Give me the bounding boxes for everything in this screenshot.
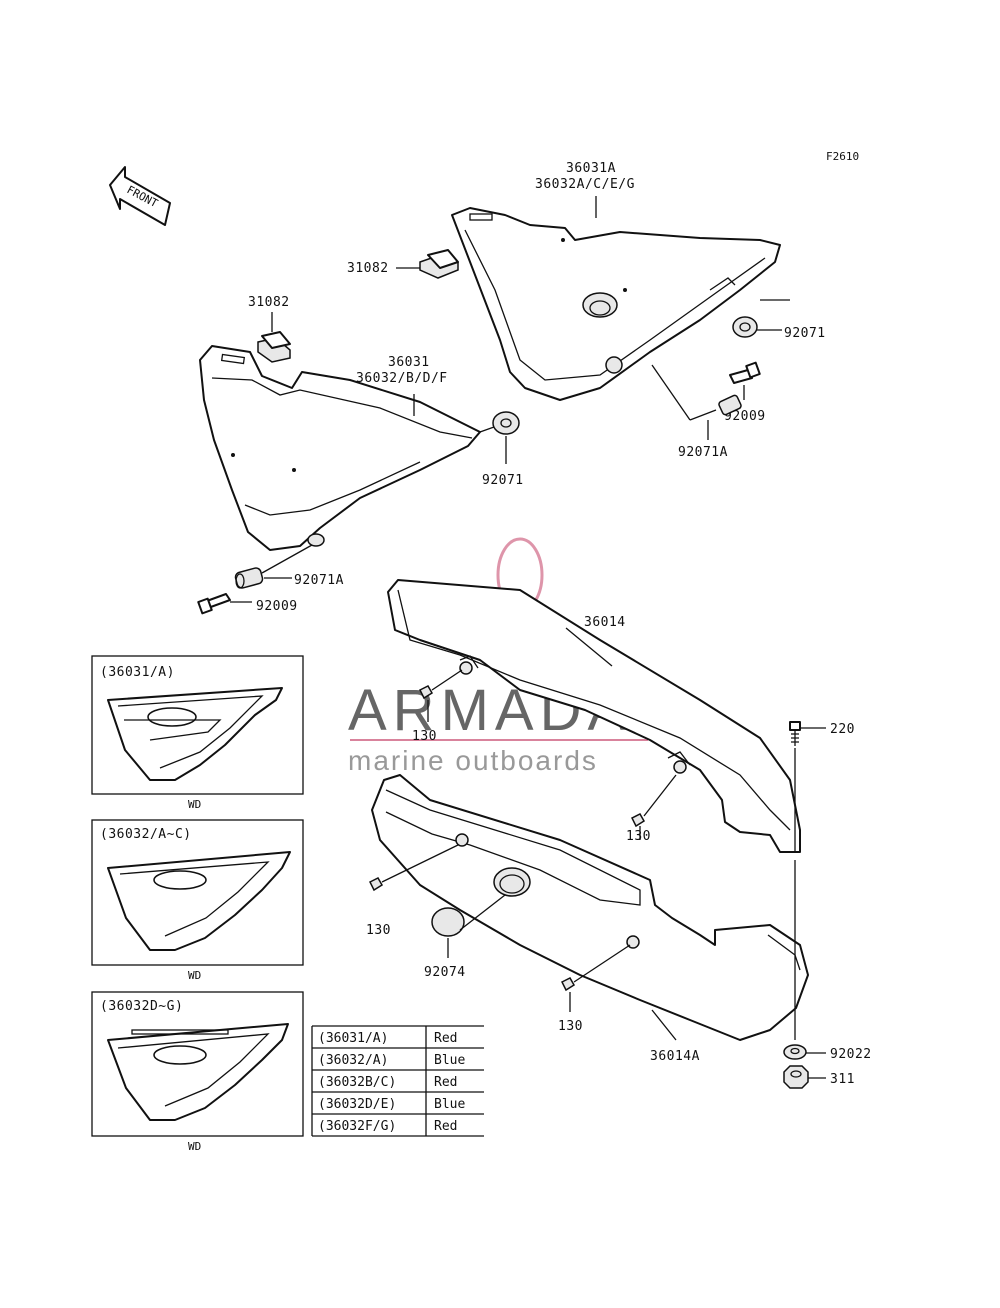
- gto-logo-icon: [153, 870, 207, 890]
- table-cell-color: Blue: [434, 1053, 465, 1068]
- inset-panel-36032-a-c: (36032/A~C) WD: [91, 819, 304, 982]
- callout-92071a-right: 92071A: [678, 445, 728, 460]
- cap: [431, 907, 465, 937]
- callout-130-3: 130: [366, 923, 391, 938]
- grommet-left: [492, 411, 520, 435]
- side-cover-left: [199, 345, 481, 551]
- front-arrow-icon: FRONT: [109, 166, 171, 226]
- side-cover-right: [451, 207, 781, 401]
- gto-logo-icon: [153, 1045, 207, 1065]
- collar-left: [234, 567, 264, 589]
- callout-31082-right: 31082: [347, 261, 389, 276]
- table-cell-color: Red: [434, 1075, 457, 1090]
- gto-logo-icon: [147, 707, 197, 727]
- callout-130-1: 130: [412, 729, 437, 744]
- bolt-right: [729, 361, 761, 384]
- table-cell-color: Red: [434, 1031, 457, 1046]
- pad-right: [419, 249, 459, 279]
- callout-220: 220: [830, 722, 855, 737]
- callout-92071-right: 92071: [784, 326, 826, 341]
- collar-right: [718, 394, 742, 416]
- pad-left: [257, 331, 291, 363]
- watermark-tagline: marine outboards: [348, 745, 598, 776]
- screw-icon: [368, 877, 384, 892]
- table-cell-part: (36032F/G): [318, 1119, 396, 1134]
- bolt-220: [789, 721, 801, 746]
- callout-311: 311: [830, 1072, 855, 1087]
- washer: [783, 1044, 807, 1060]
- callout-36032a-c-e-g: 36032A/C/E/G: [535, 177, 635, 192]
- grommet-right: [732, 316, 758, 338]
- table-cell-part: (36031/A): [318, 1031, 388, 1046]
- callout-92009-right: 92009: [724, 409, 766, 424]
- table-cell-color: Red: [434, 1119, 457, 1134]
- chain-cover-upper: [387, 579, 801, 853]
- color-table: (36031/A) Red (36032/A) Blue (36032B/C) …: [311, 1025, 484, 1137]
- screw-icon: [630, 813, 646, 828]
- callout-31082-left: 31082: [248, 295, 290, 310]
- table-cell-part: (36032B/C): [318, 1075, 396, 1090]
- table-cell-color: Blue: [434, 1097, 465, 1112]
- inset-title: (36032/A~C): [100, 827, 192, 842]
- callout-130-4: 130: [558, 1019, 583, 1034]
- inset-title: (36031/A): [100, 665, 175, 680]
- callout-36031: 36031: [388, 355, 430, 370]
- inset-panel-36031-a: (36031/A) WD: [91, 655, 304, 811]
- inset-title: (36032D~G): [100, 999, 183, 1014]
- callout-36032-b-d-f: 36032/B/D/F: [356, 371, 448, 386]
- callout-36031a: 36031A: [566, 161, 616, 176]
- callout-92022: 92022: [830, 1047, 872, 1062]
- callout-92074: 92074: [424, 965, 466, 980]
- table-cell-part: (36032/A): [318, 1053, 388, 1068]
- figure-code: F2610: [826, 150, 859, 163]
- table-cell-part: (36032D/E): [318, 1097, 396, 1112]
- callout-92009-left: 92009: [256, 599, 298, 614]
- inset-caption: WD: [188, 798, 201, 811]
- callout-36014a: 36014A: [650, 1049, 700, 1064]
- chain-cover-lower: [371, 774, 809, 1041]
- inset-caption: WD: [188, 969, 201, 982]
- bolt-left: [197, 593, 231, 615]
- callout-92071a-left: 92071A: [294, 573, 344, 588]
- callout-130-2: 130: [626, 829, 651, 844]
- callout-36014: 36014: [584, 615, 626, 630]
- callout-92071-left: 92071: [482, 473, 524, 488]
- nut: [783, 1065, 809, 1089]
- screw-icon: [560, 977, 576, 992]
- inset-caption: WD: [188, 1140, 201, 1153]
- inset-panel-36032d-g: (36032D~G) WD: [91, 991, 304, 1153]
- screw-icon: [418, 685, 434, 700]
